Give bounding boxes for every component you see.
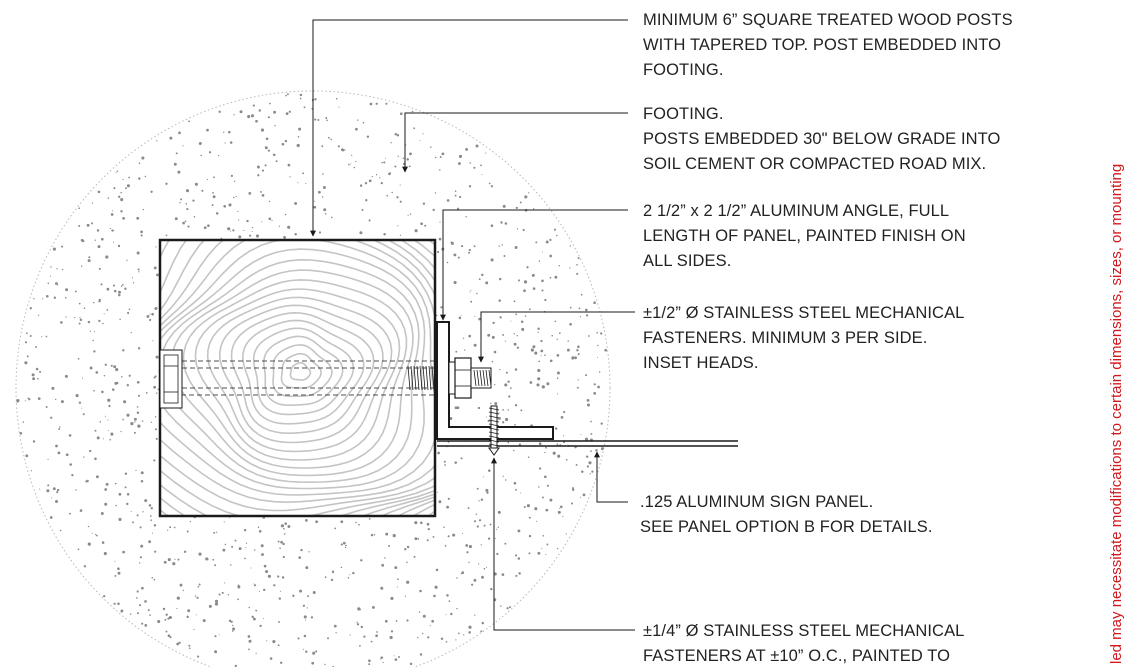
bolt-end-thread [473, 369, 492, 387]
callout-line: SEE PANEL OPTION B FOR DETAILS. [640, 518, 933, 536]
callout-line: .125 ALUMINUM SIGN PANEL. [640, 493, 873, 511]
callout-footing: FOOTING. POSTS EMBEDDED 30" BELOW GRADE … [643, 105, 1005, 173]
callout-line: 2 1/2” x 2 1/2” ALUMINUM ANGLE, FULL [643, 202, 949, 220]
callout-angle: 2 1/2” x 2 1/2” ALUMINUM ANGLE, FULL LEN… [643, 202, 970, 270]
callout-line: ±1/2” Ø STAINLESS STEEL MECHANICAL [643, 304, 964, 322]
wood-post [158, 238, 437, 518]
side-note: led may necessitate modifications to cer… [1108, 164, 1125, 664]
aluminum-angle [436, 321, 554, 440]
leader-angle [440, 209, 628, 321]
leader-footing [402, 112, 628, 173]
callout-line: ALL SIDES. [643, 252, 731, 270]
callout-fasteners-half: ±1/2” Ø STAINLESS STEEL MECHANICAL FASTE… [643, 304, 969, 372]
wood-grain-rings [160, 240, 435, 516]
through-bolt [159, 349, 436, 409]
callout-line: SOIL CEMENT OR COMPACTED ROAD MIX. [643, 155, 986, 173]
callout-line: FOOTING. [643, 61, 724, 79]
leader-fasteners-quarter [491, 457, 635, 631]
nut-and-washer [448, 357, 492, 399]
screw-thread [488, 407, 500, 447]
callout-post: MINIMUM 6” SQUARE TREATED WOOD POSTS WIT… [643, 11, 1017, 79]
post-outline [160, 240, 435, 516]
callout-line: INSET HEADS. [643, 354, 759, 372]
sign-panel [437, 440, 738, 447]
callout-panel: .125 ALUMINUM SIGN PANEL. SEE PANEL OPTI… [640, 493, 933, 536]
callout-line: FOOTING. [643, 105, 724, 123]
callout-line: FASTENERS AT ±10” O.C., PAINTED TO [643, 647, 950, 665]
callout-fasteners-quarter: ±1/4” Ø STAINLESS STEEL MECHANICAL FASTE… [643, 622, 969, 665]
bolt-thread [407, 365, 435, 391]
callout-line: POSTS EMBEDDED 30" BELOW GRADE INTO [643, 130, 1001, 148]
leader-post [310, 19, 628, 237]
panel-screw [488, 405, 500, 456]
leader-fasteners-half [478, 311, 635, 363]
callout-line: LENGTH OF PANEL, PAINTED FINISH ON [643, 227, 966, 245]
leader-lines [310, 19, 635, 631]
callout-line: WITH TAPERED TOP. POST EMBEDDED INTO [643, 36, 1001, 54]
leader-panel [594, 451, 628, 503]
callout-line: MINIMUM 6” SQUARE TREATED WOOD POSTS [643, 11, 1013, 29]
callout-line: ±1/4” Ø STAINLESS STEEL MECHANICAL [643, 622, 964, 640]
callout-line: FASTENERS. MINIMUM 3 PER SIDE. [643, 329, 927, 347]
